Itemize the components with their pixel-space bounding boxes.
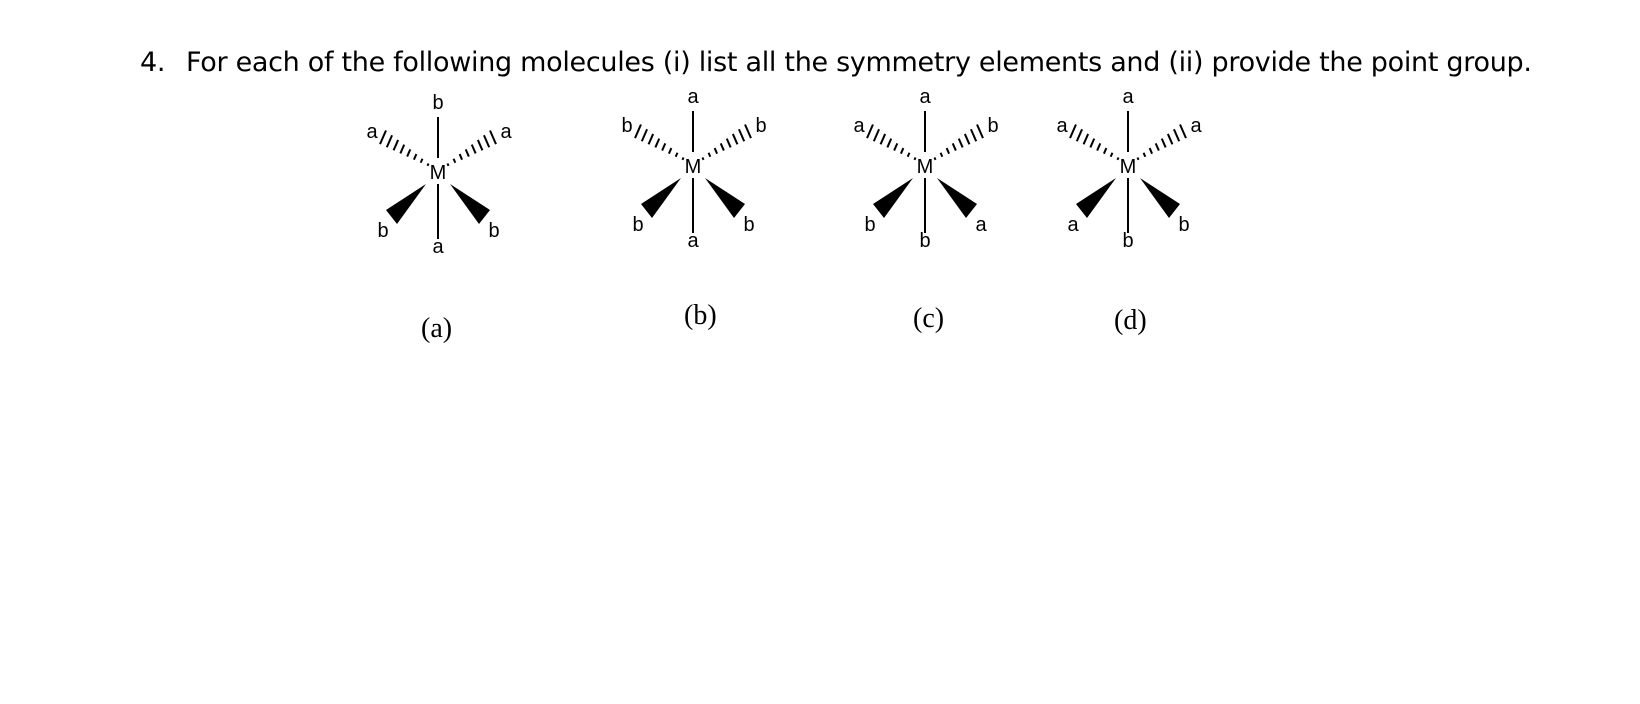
metal-center-label: M xyxy=(430,162,447,184)
metal-center-label: M xyxy=(1120,156,1137,178)
wedge-bond-right xyxy=(450,184,490,224)
ligand-bottom-label: a xyxy=(687,230,699,252)
ligand-hash-left-label: a xyxy=(1056,115,1068,137)
hashed-bond-left xyxy=(379,130,430,167)
wedge-bond-right xyxy=(1140,178,1180,218)
ligand-top-label: a xyxy=(919,86,931,108)
hashed-bond-right xyxy=(1136,124,1187,161)
ligand-wedge-left-label: a xyxy=(1067,214,1079,236)
wedge-bond-left xyxy=(1076,178,1116,218)
question-number: 4. xyxy=(140,47,166,78)
ligand-wedge-right-label: b xyxy=(1178,214,1189,236)
hashed-bond-right xyxy=(701,124,752,161)
hashed-bond-right xyxy=(446,130,497,167)
ligand-wedge-right-label: a xyxy=(975,214,987,236)
ligand-bottom-label: b xyxy=(919,230,930,252)
ligand-top-label: b xyxy=(432,92,443,114)
question-text-block: 4. For each of the following molecules (i… xyxy=(140,47,1532,78)
question-prompt: For each of the following molecules (i) … xyxy=(186,47,1532,78)
ligand-top-label: a xyxy=(1122,86,1134,108)
ligand-bottom-label: a xyxy=(432,236,444,258)
metal-center-label: M xyxy=(917,156,934,178)
hashed-bond-left xyxy=(866,124,917,161)
ligand-wedge-right-label: b xyxy=(743,214,754,236)
caption-c: (c) xyxy=(913,303,945,334)
ligand-hash-right-label: b xyxy=(755,115,766,137)
hashed-bond-left xyxy=(1069,124,1120,161)
ligand-wedge-left-label: b xyxy=(377,220,388,242)
ligand-wedge-left-label: b xyxy=(864,214,875,236)
caption-b: (b) xyxy=(684,300,717,331)
wedge-bond-left xyxy=(873,178,913,218)
ligand-hash-left-label: a xyxy=(853,115,865,137)
wedge-bond-left xyxy=(386,184,426,224)
ligand-bottom-label: b xyxy=(1122,230,1133,252)
wedge-bond-right xyxy=(937,178,977,218)
hashed-bond-left xyxy=(634,124,685,161)
wedge-bond-right xyxy=(705,178,745,218)
ligand-hash-left-label: b xyxy=(621,115,632,137)
ligand-wedge-right-label: b xyxy=(488,220,499,242)
ligand-hash-left-label: a xyxy=(366,121,378,143)
ligand-hash-right-label: b xyxy=(987,115,998,137)
ligand-hash-right-label: a xyxy=(500,121,512,143)
metal-center-label: M xyxy=(685,156,702,178)
caption-d: (d) xyxy=(1114,305,1147,336)
ligand-hash-right-label: a xyxy=(1190,115,1202,137)
hashed-bond-right xyxy=(933,124,984,161)
ligand-wedge-left-label: b xyxy=(632,214,643,236)
wedge-bond-left xyxy=(641,178,681,218)
caption-a: (a) xyxy=(421,313,453,344)
ligand-top-label: a xyxy=(687,86,699,108)
